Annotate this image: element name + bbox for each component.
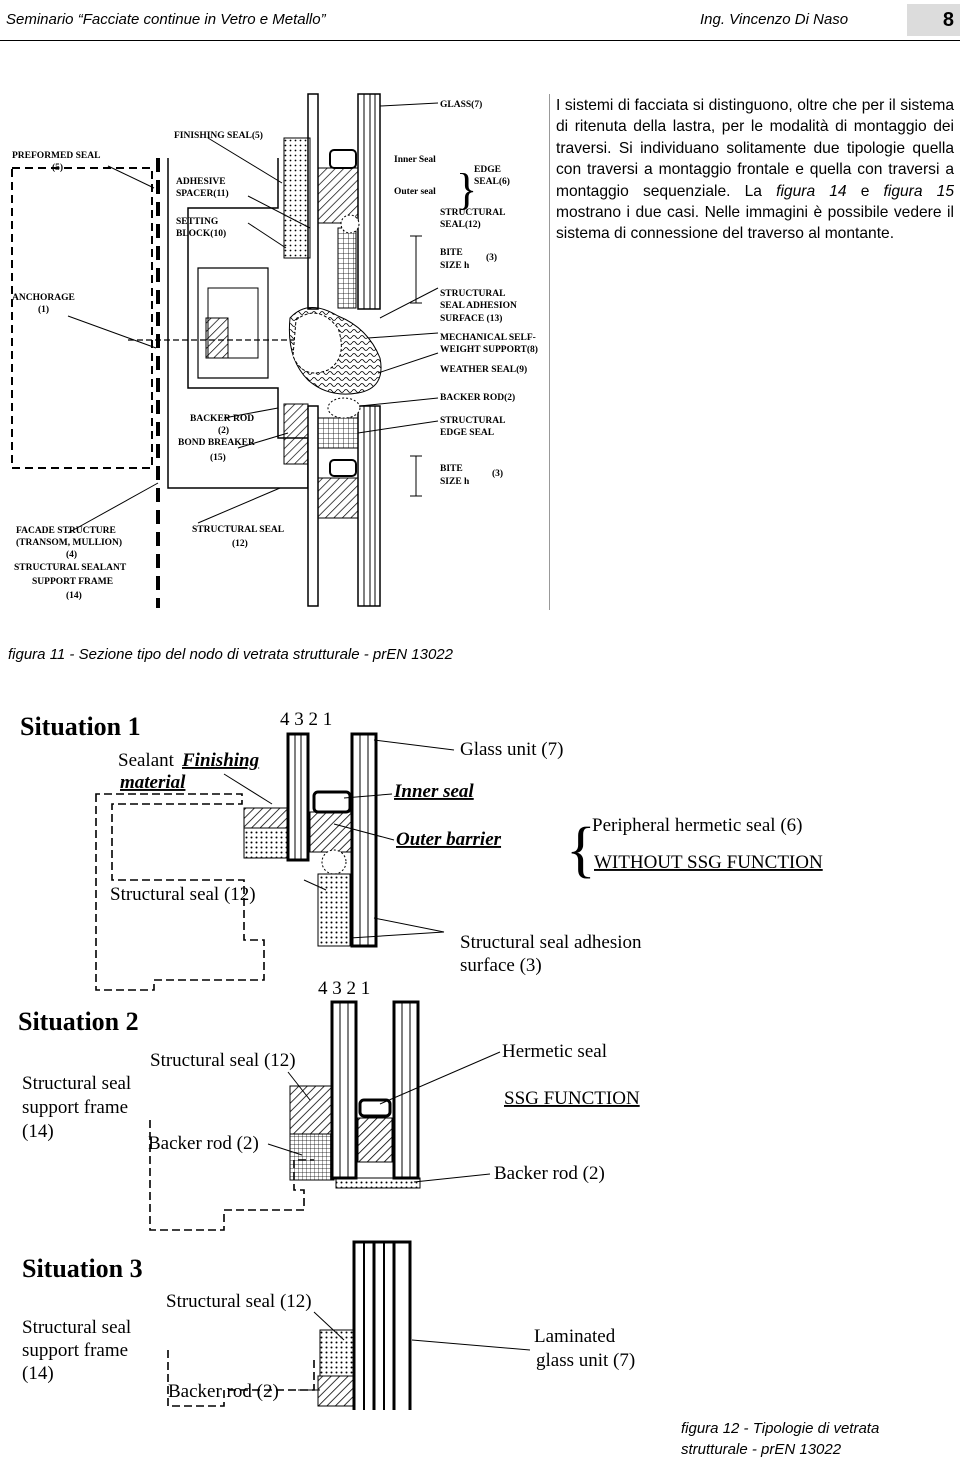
label-setting: SETTING xyxy=(176,217,219,227)
s3-section xyxy=(167,1240,412,1410)
s1-section xyxy=(95,732,378,991)
page-header: Seminario “Facciate continue in Vetro e … xyxy=(0,0,960,40)
label-edge-seal: SEAL(6) xyxy=(474,176,510,187)
s2-backer-rod-left: Backer rod (2) xyxy=(148,1133,259,1154)
label-spacer: SPACER(11) xyxy=(176,188,229,199)
label-size-h2: SIZE h xyxy=(440,477,470,487)
body-text: I sistemi di facciata si distinguono, ol… xyxy=(556,95,954,245)
s3-title: Situation 3 xyxy=(22,1254,143,1283)
label-structural-edge: STRUCTURAL xyxy=(440,416,505,426)
s1-outer-barrier: Outer barrier xyxy=(396,829,502,850)
s3-support-line1: Structural seal xyxy=(22,1317,131,1338)
label-structural: STRUCTURAL xyxy=(440,208,505,218)
label-block: BLOCK(10) xyxy=(176,228,226,239)
label-bite2: BITE xyxy=(440,464,463,474)
figure-12-caption-line2: strutturale - prEN 13022 xyxy=(681,1441,842,1458)
s1-material: material xyxy=(120,772,186,793)
label-anchorage-num: (1) xyxy=(38,304,49,315)
s1-without-ssg: WITHOUT SSG FUNCTION xyxy=(594,852,823,873)
label-anchorage: ANCHORAGE xyxy=(12,293,75,303)
s2-backer-rod-right: Backer rod (2) xyxy=(494,1163,605,1184)
s1-adhesion-line1: Structural seal adhesion xyxy=(460,932,642,953)
label-ref3: (3) xyxy=(486,252,497,263)
s2-title: Situation 2 xyxy=(18,1007,139,1036)
label-bond-breaker: BOND BREAKER xyxy=(178,438,255,448)
s2-structural-seal: Structural seal (12) xyxy=(150,1050,296,1071)
label-bite: BITE xyxy=(440,248,463,258)
figure-11-caption: figura 11 - Sezione tipo del nodo di vet… xyxy=(8,646,453,663)
page-number: 8 xyxy=(907,4,960,36)
body-text-and: e xyxy=(846,182,884,200)
s1-title: Situation 1 xyxy=(20,712,141,741)
s1-sealant: Sealant xyxy=(118,750,175,771)
label-struct-seal-adhesion: STRUCTURAL xyxy=(440,289,505,299)
label-transom-mullion: (TRANSOM, MULLION) xyxy=(16,537,122,548)
label-weight-support: WEIGHT SUPPORT(8) xyxy=(440,344,538,355)
label-finishing-seal: FINISHING SEAL(5) xyxy=(174,130,263,141)
label-mechanical: MECHANICAL SELF- xyxy=(440,333,536,343)
label-outer-seal: Outer seal xyxy=(394,187,436,197)
s2-support-line1: Structural seal xyxy=(22,1073,131,1094)
label-backer-rod-right: BACKER ROD(2) xyxy=(440,392,515,403)
figure-12-caption: figura 12 - Tipologie di vetrata struttu… xyxy=(681,1418,879,1460)
edge-seal-brace: } xyxy=(456,165,477,214)
label-structural-seal-bottom: STRUCTURAL SEAL xyxy=(192,525,284,535)
label-preformed-seal-num: (5) xyxy=(52,162,63,173)
label-support-frame: SUPPORT FRAME xyxy=(32,577,113,587)
label-facade-num: (4) xyxy=(66,549,77,560)
header-seminar-title: Seminario “Facciate continue in Vetro e … xyxy=(6,11,326,28)
figure-12-drawing: Situation 1 4 3 2 1 Sealant Finishing ma… xyxy=(14,700,860,1410)
label-bond-breaker-num: (15) xyxy=(210,452,226,463)
s1-pane-numbers: 4 3 2 1 xyxy=(280,709,332,730)
figure-11-drawing: PREFORMED SEAL (5) FINISHING SEAL(5) ADH… xyxy=(8,88,548,610)
s3-support-line3: (14) xyxy=(22,1363,54,1384)
label-preformed-seal: PREFORMED SEAL xyxy=(12,151,100,161)
s2-hermetic-seal: Hermetic seal xyxy=(502,1041,607,1062)
label-inner-seal: Inner Seal xyxy=(394,155,436,165)
label-support-num: (14) xyxy=(66,590,82,601)
label-ssg-support: STRUCTURAL SEALANT xyxy=(14,563,127,573)
label-ref3b: (3) xyxy=(492,468,503,479)
label-surface13: SURFACE (13) xyxy=(440,313,502,324)
s3-laminated-line2: glass unit (7) xyxy=(536,1350,635,1371)
label-weather-seal: WEATHER SEAL(9) xyxy=(440,364,527,375)
label-facade-structure: FACADE STRUCTURE xyxy=(16,526,116,536)
label-structural-seal12: SEAL(12) xyxy=(440,219,481,230)
s2-pane-numbers: 4 3 2 1 xyxy=(318,978,370,999)
figure-12-caption-line1: figura 12 - Tipologie di vetrata xyxy=(681,1420,880,1437)
s2-section xyxy=(149,1000,421,1231)
s2-ssg-function: SSG FUNCTION xyxy=(504,1088,640,1109)
s3-laminated-line1: Laminated xyxy=(534,1326,616,1347)
s1-inner-seal: Inner seal xyxy=(393,781,474,802)
s1-brace: { xyxy=(566,816,596,884)
s1-finishing: Finishing xyxy=(181,750,259,771)
label-edge: EDGE xyxy=(474,165,501,175)
label-backer-rod-left-num: (2) xyxy=(218,425,229,436)
label-backer-rod-left: BACKER ROD xyxy=(190,414,254,424)
s1-structural-seal: Structural seal (12) xyxy=(110,884,256,905)
label-structural-seal-bottom-num: (12) xyxy=(232,538,248,549)
s1-peripheral-seal: Peripheral hermetic seal (6) xyxy=(592,815,802,836)
body-text-part2: mostrano i due casi. Nelle immagini è po… xyxy=(556,204,954,243)
s2-support-line2: support frame xyxy=(22,1097,128,1118)
body-text-part1: I sistemi di facciata si distinguono, ol… xyxy=(556,97,954,200)
label-edge-seal2: EDGE SEAL xyxy=(440,428,494,438)
header-rule xyxy=(0,40,960,41)
s3-support-line2: support frame xyxy=(22,1340,128,1361)
s1-adhesion-line2: surface (3) xyxy=(460,955,542,976)
label-seal-adhesion: SEAL ADHESION xyxy=(440,301,517,311)
label-glass: GLASS(7) xyxy=(440,99,482,110)
s2-support-line3: (14) xyxy=(22,1121,54,1142)
s3-structural-seal: Structural seal (12) xyxy=(166,1291,312,1312)
figure-14-ref: figura 14 xyxy=(776,182,847,200)
body-paragraph: I sistemi di facciata si distinguono, ol… xyxy=(556,95,954,245)
s1-glass-unit: Glass unit (7) xyxy=(460,739,563,760)
header-author: Ing. Vincenzo Di Naso xyxy=(700,11,849,28)
label-adhesive: ADHESIVE xyxy=(176,177,226,187)
column-divider xyxy=(549,94,550,610)
label-size-h1: SIZE h xyxy=(440,261,470,271)
figure-15-ref: figura 15 xyxy=(883,182,955,200)
